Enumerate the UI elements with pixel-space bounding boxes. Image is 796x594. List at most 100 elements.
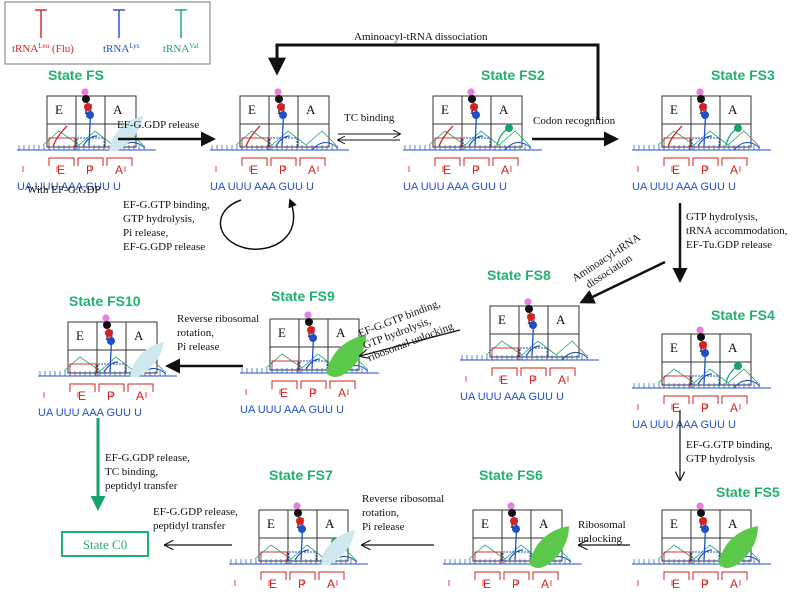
svg-text:EF-G.GTP binding,GTP hydrolysi: EF-G.GTP binding,GTP hydrolysis,ribosoma… <box>357 296 456 364</box>
peptide-dot-blue <box>107 337 115 345</box>
arrow-self-cycle <box>219 198 297 250</box>
codon-bracket <box>721 571 748 580</box>
site-letter-e: E <box>76 328 84 343</box>
ribosome-fs7: EPAEPAUA UUU AAA GUU U <box>229 502 368 591</box>
mrna-sequence: UA UUU AAA GUU U <box>403 181 507 193</box>
legend-item-lys: tRNALys <box>103 9 140 55</box>
peptide-dot-blue <box>298 525 306 533</box>
legend: tRNALeu (Flu) tRNALys tRNAVal <box>4 1 211 65</box>
codon-bracket <box>663 157 690 166</box>
ef-g-gdp <box>321 530 355 566</box>
bottom-site-e: E <box>672 577 680 591</box>
codon-bracket <box>77 157 104 166</box>
peptide-dot-red <box>699 103 707 111</box>
peptide-dot-blue <box>86 111 94 119</box>
mrna-sequence: UA UUU AAA GUU U <box>632 419 736 431</box>
codon-bracket <box>503 571 530 580</box>
legend-item-leu: tRNALeu (Flu) <box>12 9 74 55</box>
legend-leu-label: tRNA <box>12 43 38 55</box>
bottom-site-p: P <box>309 386 317 400</box>
site-letter-a: A <box>728 516 738 531</box>
bottom-site-p: P <box>701 577 709 591</box>
peptide-dot-blue <box>279 111 287 119</box>
codon-bracket <box>300 380 327 389</box>
codon-bracket <box>329 380 356 389</box>
codon-bracket <box>48 157 75 166</box>
bottom-site-a: A <box>501 163 509 177</box>
site-letter-e: E <box>55 102 63 117</box>
bottom-site-p: P <box>107 389 115 403</box>
peptide-dot-red <box>105 329 113 337</box>
bottom-site-p: P <box>279 163 287 177</box>
peptide-dot-red <box>527 313 535 321</box>
arrow-fs4-to-fs8 <box>579 260 666 304</box>
codon-bracket <box>492 157 519 166</box>
codon-bracket <box>270 157 297 166</box>
peptide-dot-black <box>697 95 705 103</box>
state-label-fs2: State FS2 <box>481 67 545 83</box>
codon-bracket <box>299 157 326 166</box>
peptide-dot-black <box>508 509 516 517</box>
site-letter-a: A <box>306 102 316 117</box>
peptide-dot-pink <box>81 88 89 96</box>
peptide-dot-black <box>82 95 90 103</box>
peptide-dot-blue <box>701 525 709 533</box>
legend-leu-suffix: (Flu) <box>49 43 74 55</box>
state-label-fs10: State FS10 <box>69 293 141 309</box>
peptide-dot-blue <box>472 111 480 119</box>
bottom-site-a: A <box>730 577 738 591</box>
legend-lys-label: tRNA <box>103 43 129 55</box>
peptide-dot-black <box>468 95 476 103</box>
step-fs6-to-fs7: Reverse ribosomal rotation, Pi release <box>362 493 447 533</box>
site-letter-e: E <box>278 325 286 340</box>
site-letter-a: A <box>539 516 549 531</box>
decoding-lines <box>485 340 587 356</box>
state-c0-box <box>61 531 149 557</box>
bottom-site-e: E <box>280 386 288 400</box>
bottom-site-p: P <box>472 163 480 177</box>
peptide-dot-pink <box>696 88 704 96</box>
bottom-site-p: P <box>86 163 94 177</box>
mrna-hairpin <box>504 142 532 151</box>
ribosome-fs8: EPAEPAUA UUU AAA GUU U <box>460 298 599 403</box>
site-letter-a: A <box>336 325 346 340</box>
mrna-hairpin <box>733 380 761 389</box>
codon-bracket <box>289 571 316 580</box>
state-label-fs5: State FS5 <box>716 484 780 500</box>
step-fs4-to-fs8: Aminoacyl-tRNAdissociation <box>570 231 643 291</box>
small-subunit-frame <box>489 305 580 358</box>
mrna-sequence: UA UUU AAA GUU U <box>210 181 314 193</box>
svg-text:tRNALeu (Flu): tRNALeu (Flu) <box>12 42 74 55</box>
codon-bracket <box>241 157 268 166</box>
peptide-dot-black <box>294 509 302 517</box>
small-subunit-frame <box>661 95 752 148</box>
bottom-site-e: E <box>269 577 277 591</box>
codon-bracket <box>692 157 719 166</box>
codon-bracket <box>106 157 133 166</box>
bottom-site-e: E <box>672 401 680 415</box>
state-c0-label: State C0 <box>83 537 127 552</box>
mrna-sequence: UA UUU AAA GUU U <box>460 391 564 403</box>
step-fs9-to-fs10: Reverse ribosomal rotation, Pi release <box>177 313 262 353</box>
aminoacid-val <box>505 124 513 132</box>
step-fs10-to-c0: EF-G.GDP release, TC binding, peptidyl t… <box>105 452 193 492</box>
codon-bracket <box>663 395 690 404</box>
svg-text:tRNAVal: tRNAVal <box>163 42 199 55</box>
bottom-site-a: A <box>541 577 549 591</box>
mrna-sequence: UA UUU AAA GUU U <box>17 181 121 193</box>
decoding-lines <box>657 130 759 146</box>
peptide-dot-blue <box>701 111 709 119</box>
bottom-site-a: A <box>338 386 346 400</box>
bottom-site-p: P <box>298 577 306 591</box>
site-letter-a: A <box>134 328 144 343</box>
state-label-fs3: State FS3 <box>711 67 775 83</box>
step-fs7-to-c0: EF-G.GDP release, peptidyl transfer <box>153 506 241 532</box>
mrna-sequence: UA UUU AAA GUU U <box>632 181 736 193</box>
codon-bracket <box>127 383 154 392</box>
peptide-dot-red <box>277 103 285 111</box>
state-label-fs: State FS <box>48 67 104 83</box>
arrow-fs8-to-fs9 <box>360 329 461 356</box>
bottom-site-e: E <box>250 163 258 177</box>
step-aminoacyl-dissociation-top: Aminoacyl-tRNA dissociation <box>354 31 488 43</box>
state-label-fs6: State FS6 <box>479 467 543 483</box>
